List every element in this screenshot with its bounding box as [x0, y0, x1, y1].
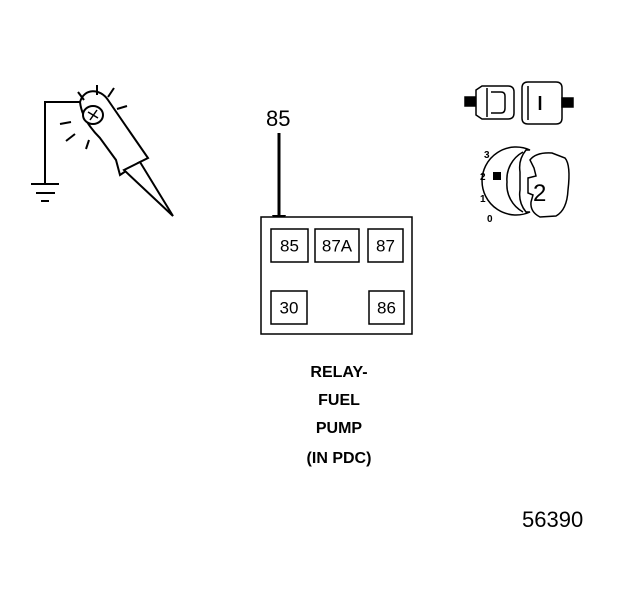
test-light-icon	[31, 85, 174, 217]
ignition-position-label: 1	[480, 194, 486, 205]
relay-pin-86: 86	[368, 290, 405, 325]
relay-caption: RELAY- FUEL PUMP (IN PDC)	[307, 364, 372, 467]
connector-disconnected-icon	[464, 81, 574, 125]
ground-symbol-icon	[31, 183, 59, 202]
relay-pin-label: 86	[377, 299, 396, 318]
relay-pin-85: 85	[270, 228, 309, 263]
probe-tip	[122, 160, 174, 217]
relay-pin-30: 30	[270, 290, 308, 325]
ignition-switch-icon: 3 2 1 0 2	[480, 146, 570, 225]
ignition-key-label: 2	[533, 180, 546, 207]
figure-number: 56390	[522, 507, 583, 532]
relay-pin-label: 87	[376, 237, 395, 256]
relay-pin-label: 85	[280, 237, 299, 256]
caption-line-2: FUEL	[318, 392, 360, 409]
relay-diagram: 85 87A 87 30 86	[260, 216, 413, 335]
callout-arrow	[272, 133, 286, 229]
ignition-position-label: 2	[480, 172, 486, 183]
callout-label: 85	[266, 106, 290, 131]
ground-wire	[44, 101, 80, 183]
relay-pin-87: 87	[367, 228, 404, 263]
relay-pin-87a: 87A	[314, 228, 360, 263]
relay-pin-label: 30	[280, 299, 299, 318]
caption-line-1: RELAY-	[310, 364, 367, 381]
relay-pin-label: 87A	[322, 237, 353, 256]
glow-rays-icon	[59, 85, 128, 150]
ignition-position-label: 0	[487, 214, 493, 225]
ignition-position-label: 3	[484, 150, 490, 161]
caption-line-3: PUMP	[316, 420, 363, 437]
caption-line-4: (IN PDC)	[307, 450, 372, 467]
switch-position-marker	[493, 172, 501, 180]
